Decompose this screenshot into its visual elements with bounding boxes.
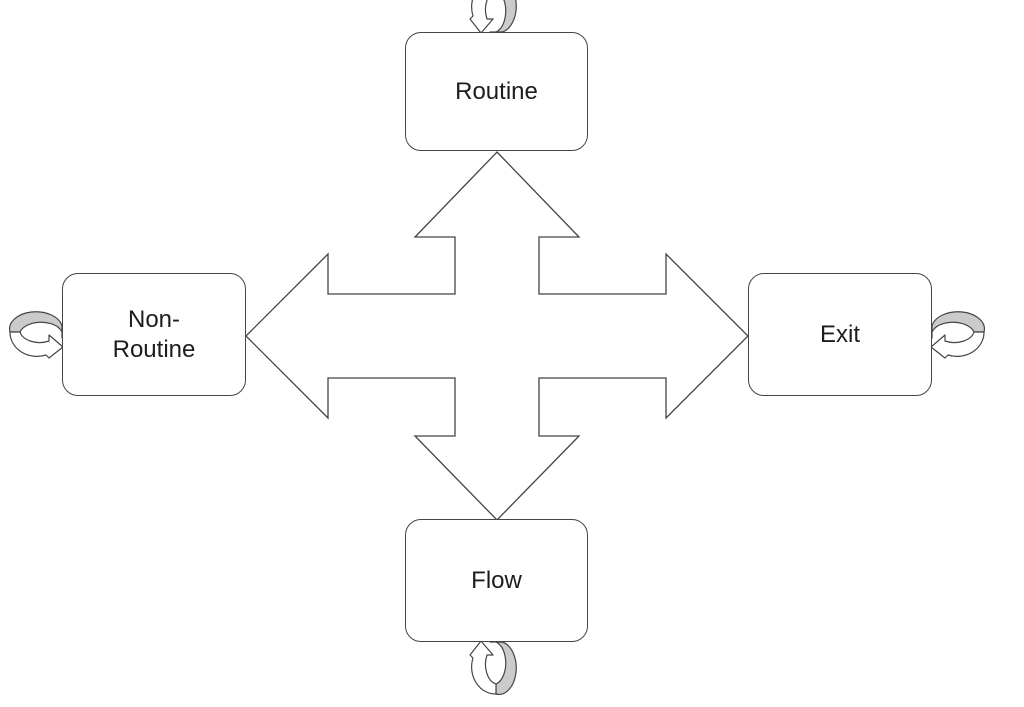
node-routine: Routine <box>405 32 588 151</box>
node-exit-label: Exit <box>819 320 860 348</box>
non-routine-self-loop-icon <box>8 311 64 359</box>
node-routine-label: Routine <box>455 77 538 105</box>
node-non-routine: Non- Routine <box>62 273 246 396</box>
node-flow: Flow <box>405 519 588 642</box>
node-flow-label: Flow <box>471 566 522 594</box>
routine-self-loop-icon <box>469 0 517 34</box>
node-non-routine-label-line2: Routine <box>112 335 196 363</box>
four-way-arrow <box>245 151 749 521</box>
node-exit: Exit <box>748 273 932 396</box>
exit-self-loop-icon <box>930 311 986 359</box>
node-non-routine-label-line1: Non- <box>127 305 181 333</box>
flow-self-loop-icon <box>469 640 517 696</box>
